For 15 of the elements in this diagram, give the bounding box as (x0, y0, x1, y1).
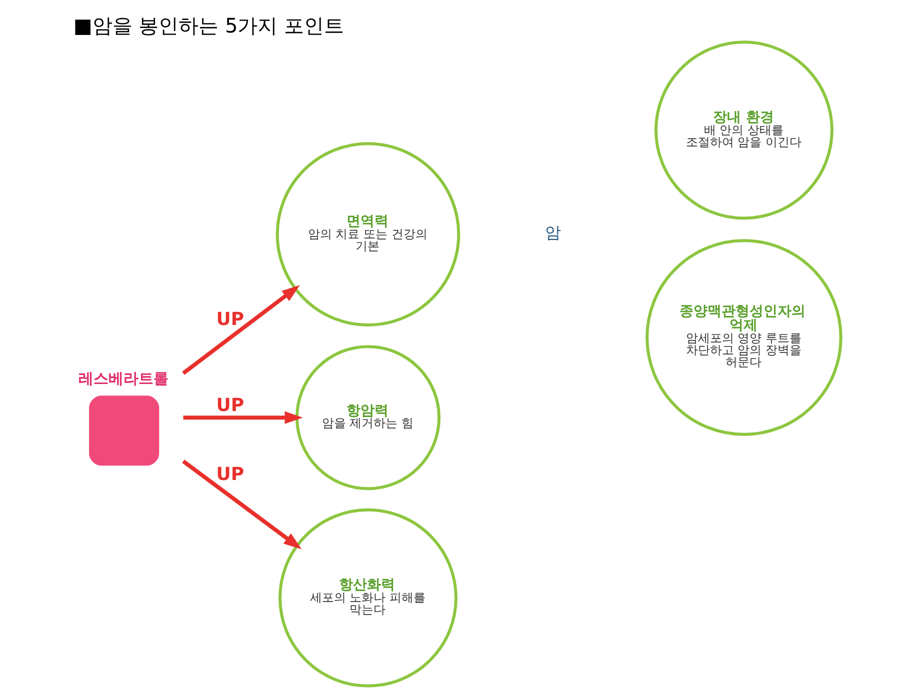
node-label: 레스베라트롤 (78, 370, 168, 388)
node-circle: 항암력 암을 제거하는 힘 (294, 345, 440, 490)
edge-label: UP (216, 308, 244, 330)
edge-label: UP (216, 394, 244, 416)
arrow (182, 285, 300, 375)
edge-label: UP (216, 464, 244, 486)
diagram-title: ■암을 봉인하는 5가지 포인트 (72, 13, 344, 38)
label: 암 (544, 223, 560, 242)
node-circle: 면역력 암의 치료 또는 건강의 기본 (275, 142, 460, 326)
node-circle: 장내 환경 배 안의 상태를 조절하여 암을 이긴다 (654, 40, 833, 220)
node-circle: 종양맥관형성인자의 억제 암세포의 영양 루트를 차단하고 암의 장벽을 허문다 (645, 239, 842, 436)
arrow (182, 460, 302, 550)
node-circle: 항산화력 세포의 노화나 피해를 막는다 (278, 508, 457, 688)
arrow (182, 411, 302, 424)
node-box (88, 396, 159, 466)
